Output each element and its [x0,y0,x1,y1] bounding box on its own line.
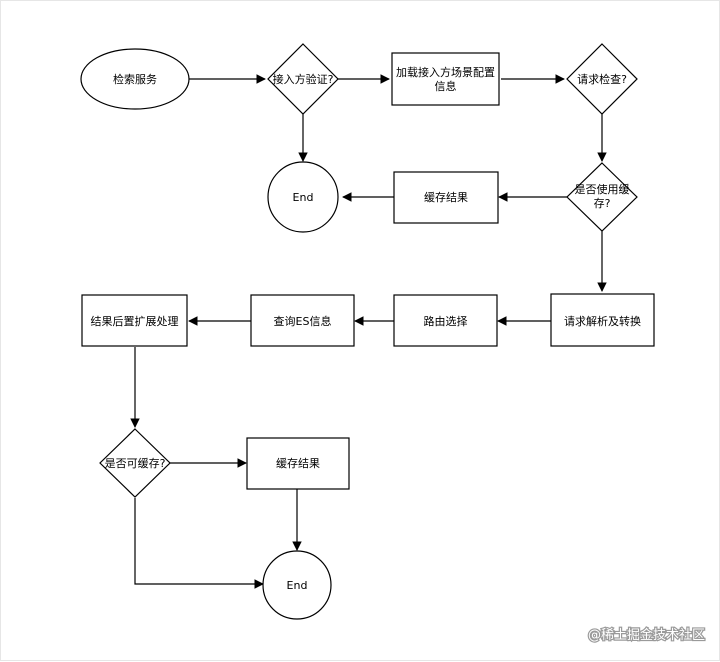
node-check-access: 接入方验证? [267,43,339,115]
node-load-config: 加载接入方场景配置 信息 [391,52,500,106]
node-check-request-label: 请求检查? [577,72,627,86]
node-end-top-label: End [293,191,314,204]
node-cacheable: 是否可缓存? [99,428,171,498]
node-end-bottom-label: End [287,579,308,592]
node-start-label: 检索服务 [113,72,157,86]
node-query-es: 查询ES信息 [250,294,355,347]
edges [130,74,607,589]
node-parse-convert: 请求解析及转换 [550,293,655,347]
edge-cacheable-to-end-bottom [134,498,264,589]
node-post-process: 结果后置扩展处理 [81,294,188,347]
node-use-cache-label-line1: 是否使用缓 [575,183,630,196]
node-cache-result-top-label: 缓存结果 [424,190,468,204]
node-cacheable-label: 是否可缓存? [105,456,166,470]
node-parse-convert-label: 请求解析及转换 [564,314,641,328]
node-cache-result-bottom-label: 缓存结果 [276,456,320,470]
node-load-config-label-line2: 信息 [435,79,457,93]
node-route-select-label: 路由选择 [424,314,468,328]
node-check-access-label: 接入方验证? [273,72,334,86]
node-cache-result-top: 缓存结果 [393,171,499,224]
node-use-cache: 是否使用缓 存? [566,162,638,232]
node-start: 检索服务 [80,48,190,110]
node-load-config-label-line1: 加载接入方场景配置 [396,65,495,79]
node-cache-result-bottom: 缓存结果 [246,437,350,490]
node-route-select: 路由选择 [393,294,498,347]
node-use-cache-label-line2: 存? [594,196,611,210]
node-end-bottom: End [262,550,332,620]
node-end-top: End [267,161,339,233]
watermark: @稀土掘金技术社区 [588,627,705,643]
node-query-es-label: 查询ES信息 [274,314,332,328]
node-post-process-label: 结果后置扩展处理 [91,314,179,328]
node-check-request: 请求检查? [566,43,638,115]
